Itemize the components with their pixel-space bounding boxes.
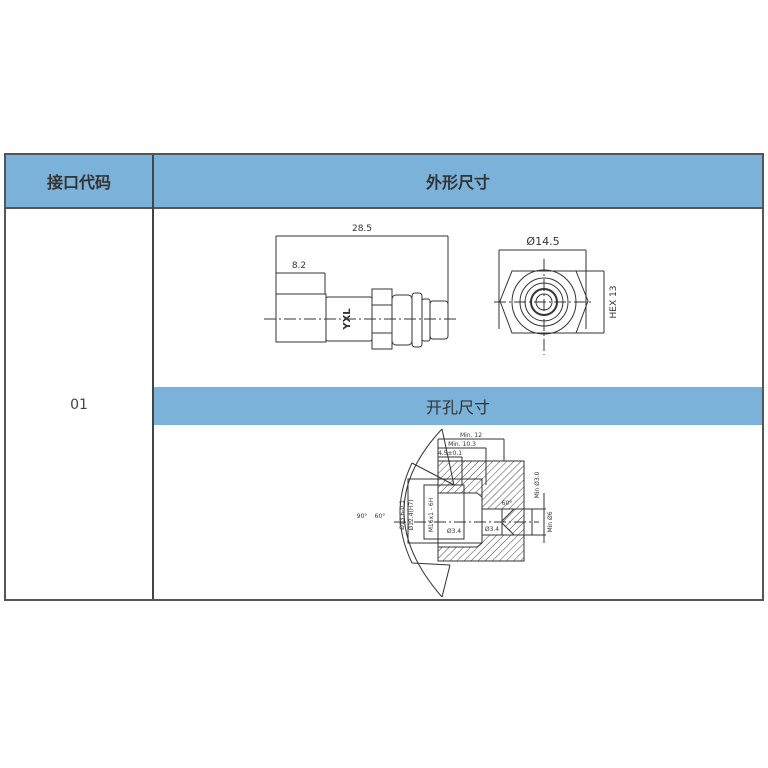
dim-cone: 60° [502, 500, 513, 507]
interface-code-cell: 01 [70, 397, 88, 413]
header-outline-dimensions: 外形尺寸 [425, 173, 490, 192]
dim-dia2: Ø12.4(H7) [408, 499, 415, 530]
dim-min12: Min. 12 [460, 432, 482, 439]
table-header: 接口代码 外形尺寸 [6, 155, 762, 209]
dim-r1: Ø3.4 [447, 528, 461, 535]
cutout-drawing: Min. 12 Min. 10.3 4.5±0.1 90° 60° Ø13.6-… [357, 428, 554, 598]
dim-diameter: Ø14.5 [526, 235, 559, 248]
dim-depth: 4.5±0.1 [438, 450, 462, 457]
dim-angle-90: 90° [357, 513, 368, 520]
dim-angle-60: 60° [375, 513, 386, 520]
outline-drawing: 28.5 8.2 YXL Ø14.5 HEX 13 [264, 224, 619, 355]
dim-thread: M16x1 - 6H [428, 498, 435, 533]
dim-dia1: Ø13.6-0.1 [399, 500, 406, 530]
dim-pin1: Min Ø3.0 [534, 471, 541, 498]
dim-overall-length: 28.5 [352, 224, 372, 234]
dim-segment-length: 8.2 [292, 261, 306, 271]
brand-mark: YXL [342, 308, 353, 331]
dim-pin2: Min Ø6 [547, 511, 554, 532]
spec-table: 接口代码 外形尺寸 01 [4, 153, 764, 601]
header-interface-code: 接口代码 [46, 173, 111, 192]
dim-min103: Min. 10.3 [448, 441, 476, 448]
column-divider [152, 155, 154, 599]
cutout-dimensions-header: 开孔尺寸 [154, 387, 762, 425]
dim-hex: HEX 13 [609, 286, 619, 319]
dim-r2: Ø3.4 [485, 526, 499, 533]
